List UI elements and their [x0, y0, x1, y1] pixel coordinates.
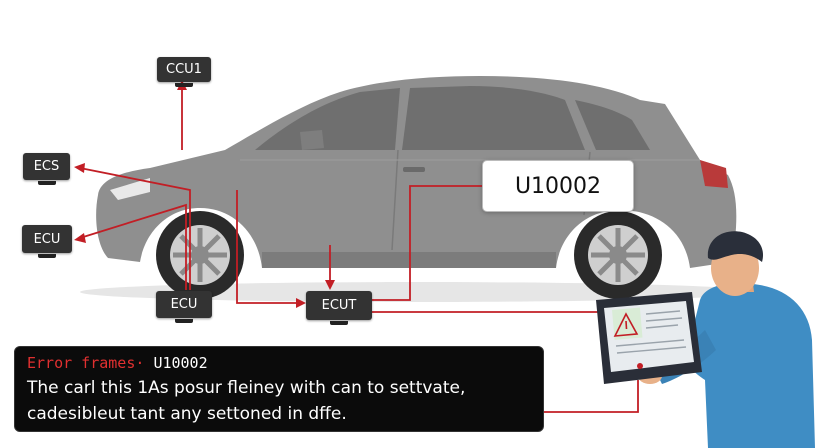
ecu-label-ccu1: CCU1 — [166, 62, 202, 77]
error-title: Error frames· U10002 — [27, 353, 531, 373]
ecu-module-ccu1[interactable]: CCU1 — [157, 57, 211, 87]
error-code: U10002 — [153, 354, 208, 372]
ecu-module-ecu-bottom[interactable]: ECU — [156, 291, 212, 323]
ecu-label-ecu-left: ECU — [33, 231, 61, 247]
diagnostic-tablet-icon — [596, 292, 702, 384]
ecu-label-ecs: ECS — [33, 159, 60, 174]
error-message-line-2: cadesibleut tant any settoned in dffe. — [27, 404, 347, 424]
ecu-label-ecut: ECUT — [321, 298, 357, 313]
car-illustration — [80, 76, 760, 302]
ecu-module-ecs[interactable]: ECS — [23, 153, 70, 185]
warning-icon — [613, 312, 639, 337]
fault-code-text: U10002 — [514, 173, 602, 199]
error-separator: · — [135, 354, 145, 372]
error-message: The carl this 1As posur fleiney with can… — [27, 375, 531, 427]
error-message-panel: Error frames· U10002 The carl this 1As p… — [14, 346, 544, 432]
fault-code-callout: U10002 — [482, 160, 634, 212]
error-label: Error frames — [27, 354, 136, 372]
ecu-module-ecu-left[interactable]: ECU — [22, 225, 72, 258]
ecu-label-ecu-bottom: ECU — [170, 297, 198, 312]
ecu-module-ecut[interactable]: ECUT — [306, 291, 372, 325]
error-message-line-1: The carl this 1As posur fleiney with can… — [27, 378, 466, 398]
